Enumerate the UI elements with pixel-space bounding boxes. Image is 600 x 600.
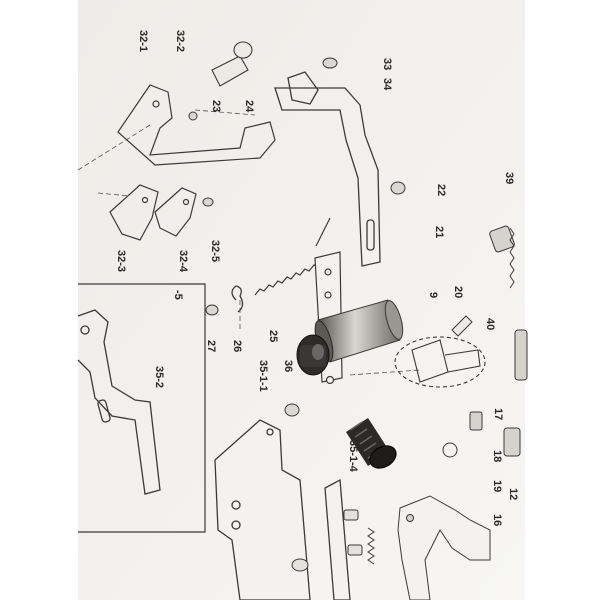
label-9: 9 <box>427 292 439 298</box>
label-40: 40 <box>484 318 496 330</box>
label-32-2: 32-2 <box>174 30 186 52</box>
label-35-1-1: 35-1-1 <box>257 360 269 392</box>
spring-25 <box>254 217 331 296</box>
label-16: 16 <box>491 514 503 526</box>
label-33: 33 <box>381 58 393 70</box>
small-screws <box>188 57 406 417</box>
metal-threaded-screw <box>346 418 397 469</box>
diagram-labels: 32-1 32-2 23 24 33 34 22 21 39 32-3 32-4… <box>115 30 519 526</box>
leader-lines <box>77 109 421 376</box>
label-35-2: 35-2 <box>153 366 165 388</box>
part-9 <box>394 336 486 388</box>
metal-screw-head <box>296 334 330 376</box>
label-19: 19 <box>491 480 503 492</box>
label-39: 39 <box>503 172 515 184</box>
bracket-part-21 <box>274 71 381 267</box>
pin-20 <box>451 315 473 337</box>
label-21: 21 <box>433 226 445 238</box>
lower-frame <box>214 419 351 600</box>
label-24: 24 <box>243 100 255 113</box>
label-25: 25 <box>267 330 279 342</box>
hook-26 <box>231 285 244 313</box>
label-26: 26 <box>231 340 243 352</box>
part-32-1 <box>117 84 276 166</box>
label-27: 27 <box>205 340 217 352</box>
label-5: -5 <box>172 290 184 300</box>
inset-box <box>78 283 206 533</box>
label-22: 22 <box>435 184 447 196</box>
label-32-4: 32-4 <box>177 250 189 273</box>
label-18: 18 <box>491 450 503 462</box>
part-35-2 <box>77 309 161 495</box>
right-side-parts <box>397 225 528 600</box>
label-36: 36 <box>282 360 294 372</box>
part-23-24 <box>211 41 253 87</box>
label-32-3: 32-3 <box>115 250 127 272</box>
label-17: 17 <box>492 408 504 420</box>
label-32-5: 32-5 <box>209 240 221 262</box>
label-12: 12 <box>507 488 519 500</box>
label-35-1-4: 35-1-4 <box>347 440 359 473</box>
label-23: 23 <box>210 100 222 112</box>
label-20: 20 <box>452 286 464 298</box>
bottom-screws <box>291 509 375 572</box>
parts-32-3-32-4 <box>109 184 197 241</box>
label-34: 34 <box>381 78 393 91</box>
label-32-1: 32-1 <box>137 30 149 52</box>
